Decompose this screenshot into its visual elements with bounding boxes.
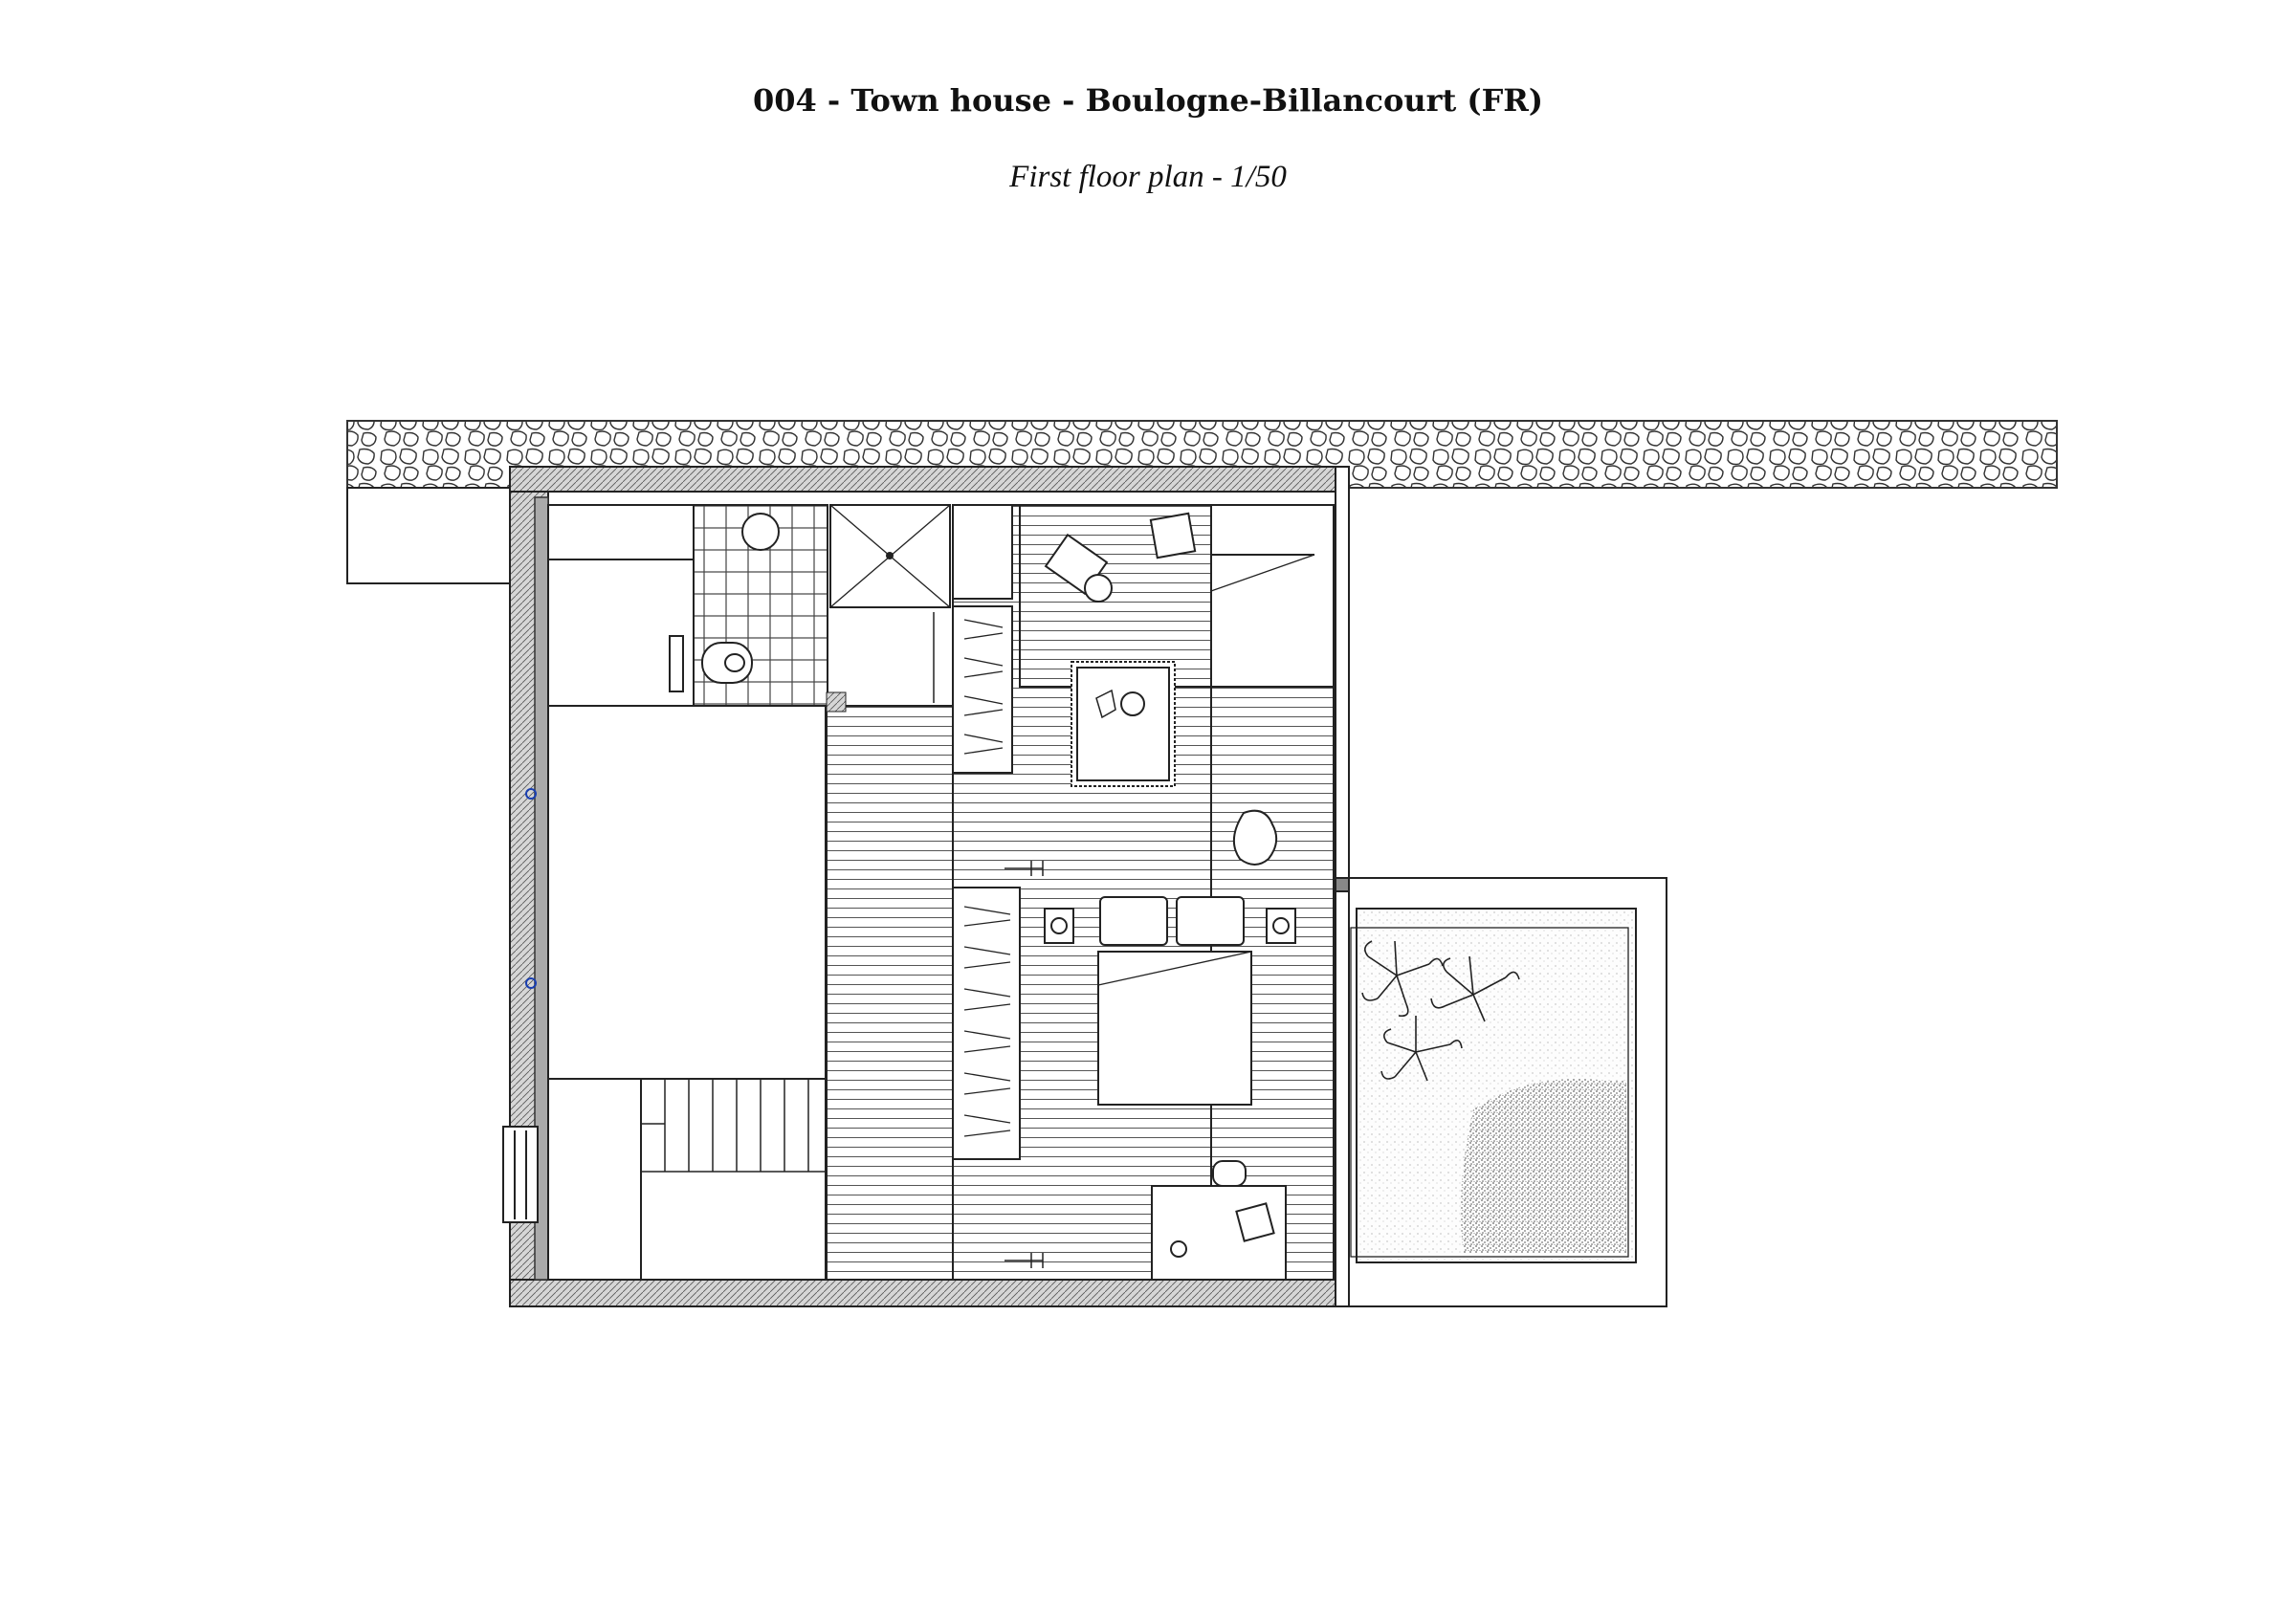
wardrobe-lower (952, 887, 1021, 1160)
neighbour-outline-left (346, 487, 511, 584)
staircase (547, 1078, 827, 1281)
east-mullion (1335, 877, 1350, 892)
armchair (1233, 809, 1278, 866)
stair-treads (641, 1079, 826, 1173)
column-marker-1 (525, 788, 537, 800)
plant-1 (1361, 940, 1444, 1018)
drawing-subtitle: First floor plan - 1/50 (1009, 160, 1287, 194)
bed (1097, 951, 1252, 1106)
washbasin (741, 513, 780, 551)
wc-cistern (669, 635, 684, 692)
gravel-dense (1460, 1079, 1626, 1253)
sliding-door-mark-2 (1004, 1253, 1044, 1268)
north-wall (509, 466, 1350, 493)
hangers-lower (963, 906, 1011, 1137)
nightstand-left (1044, 908, 1074, 944)
south-wall (509, 1279, 1350, 1307)
floor-drain (826, 691, 847, 713)
plant-2 (1430, 955, 1520, 1022)
drawing-title: 004 - Town house - Boulogne-Billancourt … (752, 82, 1544, 119)
west-window (502, 1126, 539, 1223)
nightstand-right (1266, 908, 1296, 944)
pillow-right (1176, 896, 1245, 946)
chair-top (1149, 512, 1197, 559)
floor-hall (826, 705, 954, 1281)
stair-void (547, 705, 827, 1080)
wardrobe-upper (952, 605, 1013, 774)
column-marker-2 (525, 977, 537, 989)
sliding-door-mark-1 (1004, 861, 1044, 876)
wardrobe-top (952, 504, 1013, 600)
pillow-left (1099, 896, 1168, 946)
plant-3 (1380, 1016, 1463, 1082)
hangers-upper (963, 619, 1004, 755)
desk-chair (1212, 1160, 1247, 1187)
ne-room (1210, 504, 1335, 688)
wc (701, 642, 753, 684)
terrace-planter-inner (1350, 927, 1629, 1258)
